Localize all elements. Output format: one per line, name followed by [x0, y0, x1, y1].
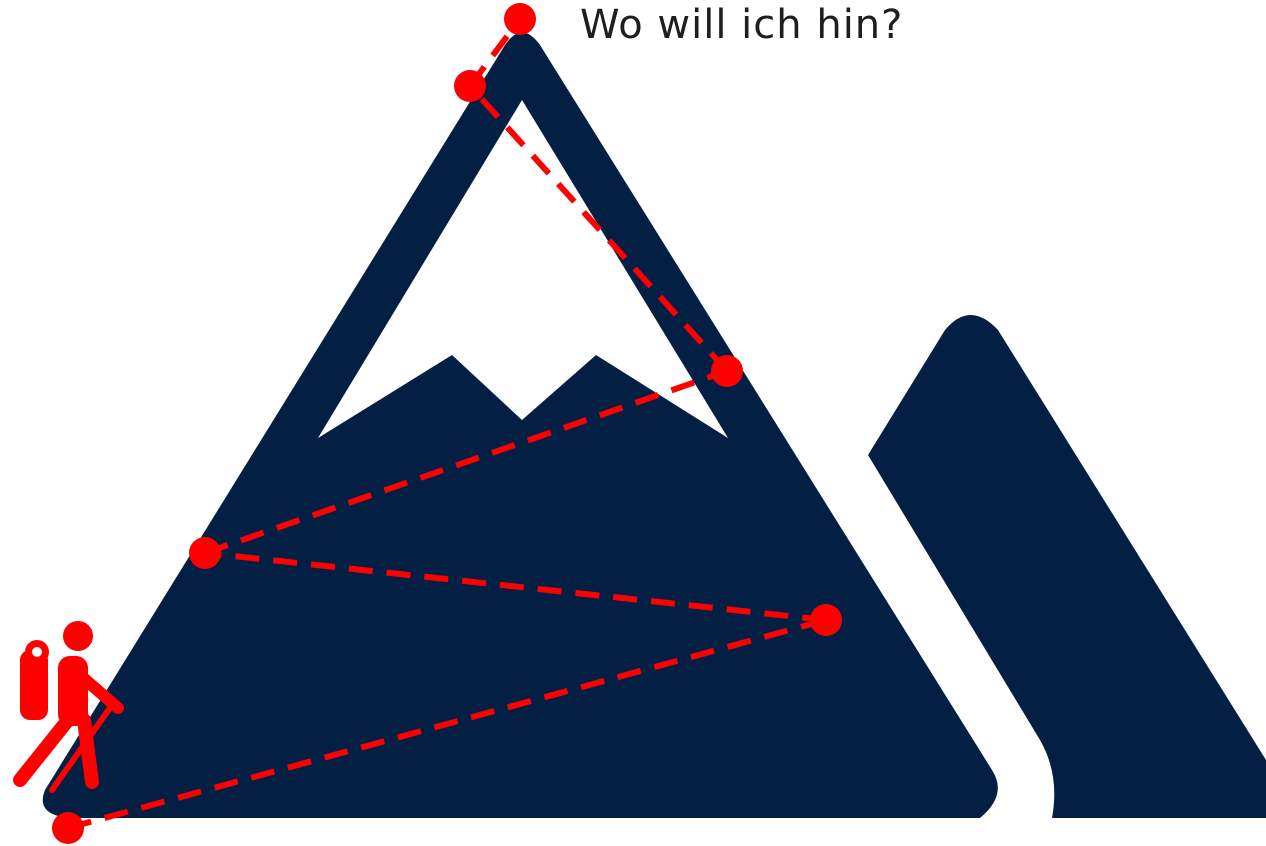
waypoint-3 [189, 537, 221, 569]
main-mountain-icon [43, 33, 998, 819]
waypoint-2 [810, 604, 842, 636]
destination-question: Wo will ich hin? [580, 2, 903, 48]
waypoint-5 [454, 70, 486, 102]
waypoint-4 [711, 355, 743, 387]
waypoint-start [52, 812, 84, 844]
waypoint-summit [504, 3, 536, 35]
